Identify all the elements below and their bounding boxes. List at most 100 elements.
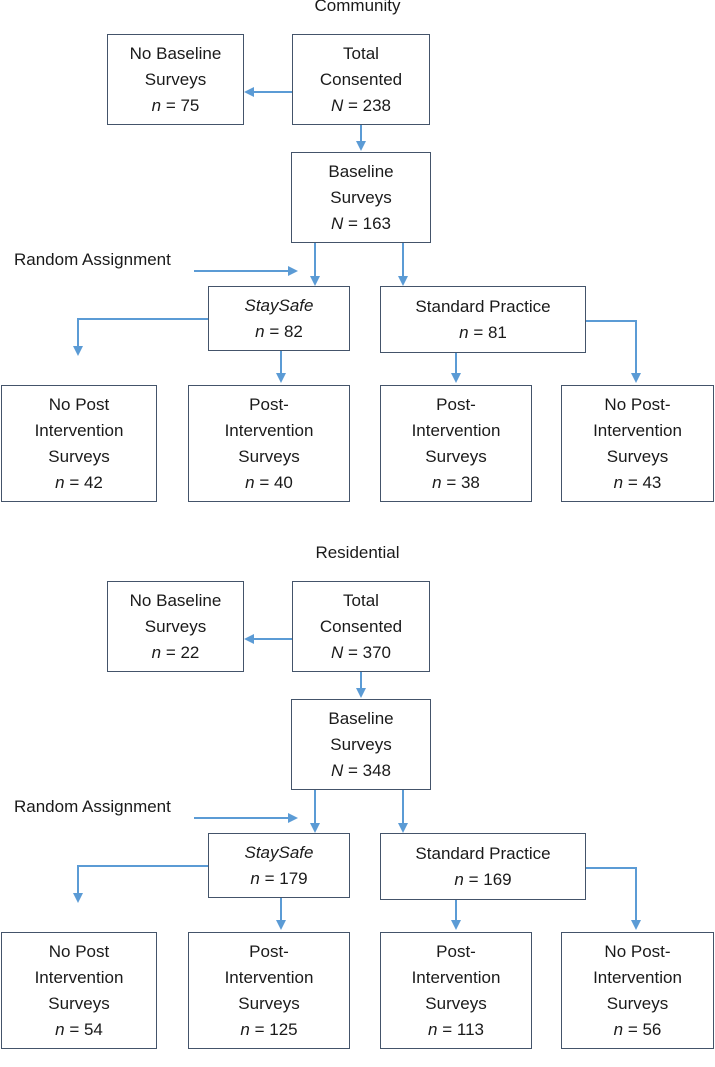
box-label: Surveys xyxy=(144,616,207,636)
count-symbol: N xyxy=(330,642,344,662)
box-label: Surveys xyxy=(144,69,207,89)
count-value: = 113 xyxy=(442,1019,484,1039)
box-label: Surveys xyxy=(238,446,300,466)
count-value: = 81 xyxy=(473,322,507,342)
count-value: = 82 xyxy=(269,321,303,341)
panel-heading: Community xyxy=(314,0,401,15)
box-label: Surveys xyxy=(425,446,487,466)
count-symbol: n xyxy=(428,1019,438,1039)
box-label: Surveys xyxy=(330,187,392,207)
box-label: Post- xyxy=(249,941,289,961)
count-value: = 40 xyxy=(259,472,293,492)
box-label: No Post- xyxy=(604,941,671,961)
no-baseline-box: No Baseline Surveys n = 75 xyxy=(107,34,244,125)
count-symbol: n xyxy=(454,869,464,889)
panel-heading: Residential xyxy=(315,543,400,562)
count-value: = 163 xyxy=(348,213,392,233)
box-label: Surveys xyxy=(425,993,487,1013)
box-label: No Baseline xyxy=(129,590,222,610)
box-label: Consented xyxy=(319,616,403,636)
count-symbol: n xyxy=(55,472,65,492)
box-label: Baseline xyxy=(328,161,394,181)
leaf-box-2: Post- Intervention Surveys n = 125 xyxy=(188,932,350,1049)
box-label: Standard Practice xyxy=(415,843,551,863)
box-label: Standard Practice xyxy=(415,296,551,316)
count-value: = 75 xyxy=(165,95,200,115)
community-connectors xyxy=(73,87,641,383)
box-label: Intervention xyxy=(593,420,682,440)
count-value: = 179 xyxy=(264,868,308,888)
residential-flowchart: Residential No Baseline Surveys n = 22 T… xyxy=(0,543,715,1067)
count-symbol: n xyxy=(151,95,162,115)
count-symbol: n xyxy=(151,642,162,662)
count-value: = 125 xyxy=(254,1019,298,1039)
total-consented-box: Total Consented N = 370 xyxy=(292,581,430,672)
box-label: StaySafe xyxy=(244,842,314,862)
count-value: = 238 xyxy=(348,95,392,115)
box-label: Surveys xyxy=(330,734,392,754)
leaf-box-4: No Post- Intervention Surveys n = 43 xyxy=(561,385,714,502)
baseline-surveys-box: Baseline Surveys N = 163 xyxy=(291,152,431,243)
leaf-box-1: No Post Intervention Surveys n = 54 xyxy=(1,932,157,1049)
count-symbol: n xyxy=(240,1019,250,1039)
box-label: Intervention xyxy=(34,967,124,987)
count-symbol: N xyxy=(330,213,344,233)
box-label: Intervention xyxy=(224,967,314,987)
leaf-box-4: No Post- Intervention Surveys n = 56 xyxy=(561,932,714,1049)
residential-connectors xyxy=(73,634,641,930)
count-value: = 54 xyxy=(69,1019,103,1039)
leaf-box-2: Post- Intervention Surveys n = 40 xyxy=(188,385,350,502)
count-value: = 38 xyxy=(446,472,480,492)
box-label: Baseline xyxy=(328,708,394,728)
box-label: Total xyxy=(343,43,379,63)
box-label: Intervention xyxy=(224,420,314,440)
count-symbol: n xyxy=(245,472,255,492)
count-value: = 22 xyxy=(165,642,200,662)
no-baseline-box: No Baseline Surveys n = 22 xyxy=(107,581,244,672)
total-consented-box: Total Consented N = 238 xyxy=(292,34,430,125)
box-label: Intervention xyxy=(411,967,501,987)
count-symbol: n xyxy=(613,1019,624,1039)
count-symbol: n xyxy=(55,1019,65,1039)
standard-practice-box: Standard Practice n = 81 xyxy=(380,286,586,353)
count-symbol: n xyxy=(459,322,469,342)
count-value: = 42 xyxy=(69,472,103,492)
count-value: = 43 xyxy=(627,472,662,492)
box-label: No Post- xyxy=(604,394,671,414)
leaf-box-3: Post- Intervention Surveys n = 38 xyxy=(380,385,532,502)
box-label: Intervention xyxy=(593,967,682,987)
count-symbol: n xyxy=(250,868,260,888)
box-label: Post- xyxy=(436,941,476,961)
box-label: Consented xyxy=(319,69,403,89)
box-label: No Post xyxy=(48,941,110,961)
staysafe-box: StaySafe n = 82 xyxy=(208,286,350,351)
count-symbol: n xyxy=(432,472,442,492)
box-label: StaySafe xyxy=(244,295,314,315)
count-value: = 370 xyxy=(348,642,392,662)
box-label: No Post xyxy=(48,394,110,414)
random-assignment-label: Random Assignment xyxy=(14,797,171,816)
leaf-box-3: Post- Intervention Surveys n = 113 xyxy=(380,932,532,1049)
box-label: Total xyxy=(343,590,379,610)
count-symbol: N xyxy=(330,95,344,115)
box-label: Surveys xyxy=(606,993,669,1013)
community-flowchart: Community No Baseline Surveys n = 75 Tot… xyxy=(0,0,715,520)
count-value: = 348 xyxy=(348,760,392,780)
standard-practice-box: Standard Practice n = 169 xyxy=(380,833,586,900)
baseline-surveys-box: Baseline Surveys N = 348 xyxy=(291,699,431,790)
count-symbol: N xyxy=(330,760,344,780)
box-label: No Baseline xyxy=(129,43,222,63)
box-label: Intervention xyxy=(34,420,124,440)
count-value: = 169 xyxy=(468,869,512,889)
staysafe-box: StaySafe n = 179 xyxy=(208,833,350,898)
box-label: Surveys xyxy=(238,993,300,1013)
random-assignment-label: Random Assignment xyxy=(14,250,171,269)
count-symbol: n xyxy=(255,321,265,341)
box-label: Surveys xyxy=(48,993,110,1013)
box-label: Post- xyxy=(436,394,476,414)
box-label: Surveys xyxy=(606,446,669,466)
leaf-box-1: No Post Intervention Surveys n = 42 xyxy=(1,385,157,502)
box-label: Surveys xyxy=(48,446,110,466)
count-symbol: n xyxy=(613,472,624,492)
box-label: Post- xyxy=(249,394,289,414)
